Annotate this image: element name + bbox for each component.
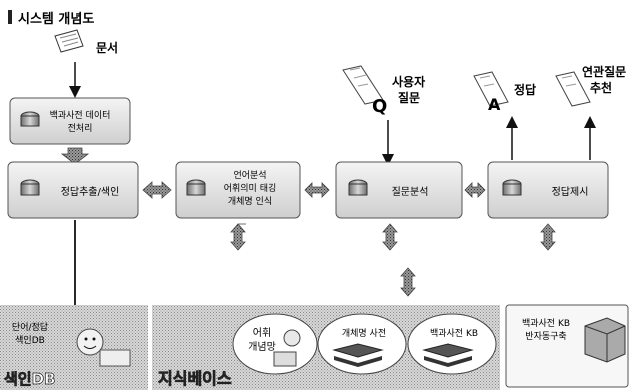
extract-label: 정답추출/색인 [61,186,120,198]
page-title: 시스템 개념도 [18,11,94,27]
lang-question-double-arrow [305,183,329,197]
mascot-icon [77,329,103,355]
kb-center-double-arrow [401,268,415,296]
book-box-icon [585,318,625,362]
index-db-label-2: 색인DB [15,335,45,346]
user-question-label-2: 질문 [398,91,420,105]
vocab-label-1: 어휘 [253,327,271,339]
related-label-1: 연관질문 [582,64,626,79]
index-db-box-icon [100,350,130,366]
answer-present-label: 정답제시 [552,186,589,198]
extract-lang-double-arrow [143,182,171,198]
lang-kb-double-arrow [231,224,246,250]
lang-label-1: 언어분석 [233,169,266,181]
related-label-2: 추천 [590,80,612,95]
answer-a-glyph: A [488,95,501,114]
kb-title: 지식베이스 [158,369,232,388]
encyclopedia-kb-node: 백과사전 KB [408,314,496,374]
answer-label: 정답 [514,82,536,97]
present-kb-double-arrow [541,224,555,250]
encyc-build-label-2: 반자동구축 [525,331,566,342]
vocab-concept-node: 어휘 개념망 [233,314,317,374]
vocab-label-2: 개념망 [248,341,276,353]
entity-dictionary-node: 개체명 사전 [318,314,406,374]
preprocess-box: 백과사전 데이터 전처리 [10,98,130,144]
lang-label-2: 어휘의미 태깅 [224,183,277,194]
question-analysis-label: 질문분석 [392,186,429,198]
extract-box: 정답추출/색인 [8,162,138,218]
lang-label-3: 개체명 인식 [228,196,272,207]
preprocess-label-2: 전처리 [68,122,93,134]
document-icon [55,30,83,52]
preprocess-label-1: 백과사전 데이터 [50,110,111,121]
encyc-kb-label: 백과사전 KB [430,328,478,339]
user-question-label-1: 사용자 [392,74,425,89]
index-db-label-1: 단어/정답 [12,321,48,333]
document-label: 문서 [96,40,118,55]
question-analysis-box: 질문분석 [336,162,462,218]
knowledge-base-panel: 지식베이스 어휘 개념망 개체명 사전 백과사전 KB [152,305,500,390]
encyc-build-box: 백과사전 KB 반자동구축 [506,305,628,387]
question-q-glyph: Q [372,96,387,117]
answer-present-box: 정답제시 [488,162,608,218]
network-box-icon [274,352,296,366]
title-bar-icon [8,10,12,24]
language-analysis-box: 언어분석 어휘의미 태깅 개체명 인식 [176,162,300,218]
entity-dict-label: 개체명 사전 [342,328,386,339]
question-present-double-arrow [465,183,485,197]
question-kb-double-arrow [383,224,397,250]
index-db-title: 색인DB [4,370,56,388]
encyc-build-label-1: 백과사전 KB [522,318,570,329]
index-db-panel: 단어/정답 색인DB 색인DB [0,305,148,390]
smiley-icon [284,330,300,346]
